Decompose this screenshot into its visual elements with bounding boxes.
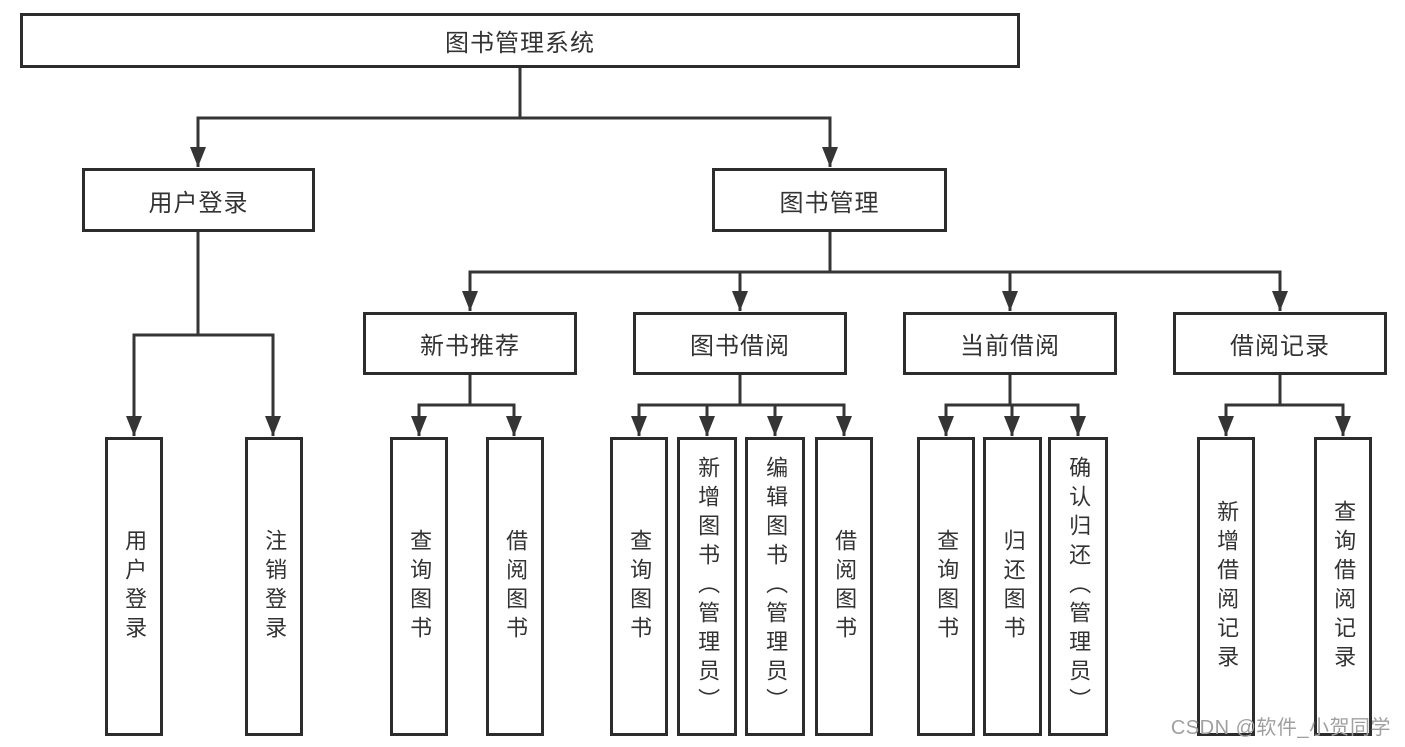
- leaf-query-books-borrowing: 查询图书: [610, 437, 668, 736]
- node-borrowing-records-label: 借阅记录: [1230, 333, 1330, 360]
- node-user-login-label: 用户登录: [148, 189, 249, 217]
- leaf-user-login: 用户登录: [105, 437, 163, 736]
- leaf-query-books-recommend-label: 查询图书: [407, 528, 433, 645]
- leaf-edit-book-admin-label: 编辑图书（管理员）: [763, 456, 789, 717]
- leaf-confirm-return-admin-label: 确认归还（管理员）: [1066, 456, 1092, 717]
- csdn-watermark: CSDN @软件_小贺同学: [1170, 717, 1391, 739]
- leaf-query-books-recommend: 查询图书: [390, 437, 448, 736]
- leaf-borrow-books-recommend: 借阅图书: [486, 437, 544, 736]
- leaf-add-book-admin: 新增图书（管理员）: [677, 437, 737, 736]
- leaf-query-borrow-record: 查询借阅记录: [1314, 437, 1372, 736]
- leaf-add-book-admin-label: 新增图书（管理员）: [695, 456, 721, 717]
- leaf-user-login-label: 用户登录: [122, 528, 148, 645]
- leaf-logout-label: 注销登录: [262, 528, 288, 645]
- leaf-query-books-current: 查询图书: [917, 437, 975, 736]
- leaf-borrow-books-recommend-label: 借阅图书: [503, 528, 529, 645]
- leaf-return-books: 归还图书: [983, 437, 1042, 736]
- node-new-book-recommendation-label: 新书推荐: [420, 333, 520, 360]
- leaf-query-books-borrowing-label: 查询图书: [627, 528, 653, 645]
- node-book-borrowing: 图书借阅: [633, 312, 847, 375]
- leaf-edit-book-admin: 编辑图书（管理员）: [745, 437, 805, 736]
- node-root-label: 图书管理系统: [445, 30, 595, 57]
- node-book-management-label: 图书管理: [779, 189, 880, 217]
- node-book-management: 图书管理: [712, 168, 947, 232]
- node-book-borrowing-label: 图书借阅: [690, 333, 790, 360]
- leaf-confirm-return-admin: 确认归还（管理员）: [1048, 437, 1108, 736]
- leaf-query-borrow-record-label: 查询借阅记录: [1331, 499, 1357, 674]
- node-current-borrowing: 当前借阅: [903, 312, 1117, 375]
- leaf-logout: 注销登录: [245, 437, 303, 736]
- node-new-book-recommendation: 新书推荐: [363, 312, 577, 375]
- leaf-return-books-label: 归还图书: [1000, 528, 1026, 645]
- leaf-add-borrow-record-label: 新增借阅记录: [1214, 499, 1240, 674]
- leaf-borrow-books-borrowing-label: 借阅图书: [832, 528, 858, 645]
- leaf-add-borrow-record: 新增借阅记录: [1197, 437, 1255, 736]
- leaf-borrow-books-borrowing: 借阅图书: [815, 437, 873, 736]
- node-current-borrowing-label: 当前借阅: [960, 333, 1060, 360]
- leaf-query-books-current-label: 查询图书: [934, 528, 960, 645]
- node-user-login: 用户登录: [82, 168, 315, 232]
- node-borrowing-records: 借阅记录: [1173, 312, 1387, 375]
- node-root: 图书管理系统: [20, 13, 1020, 68]
